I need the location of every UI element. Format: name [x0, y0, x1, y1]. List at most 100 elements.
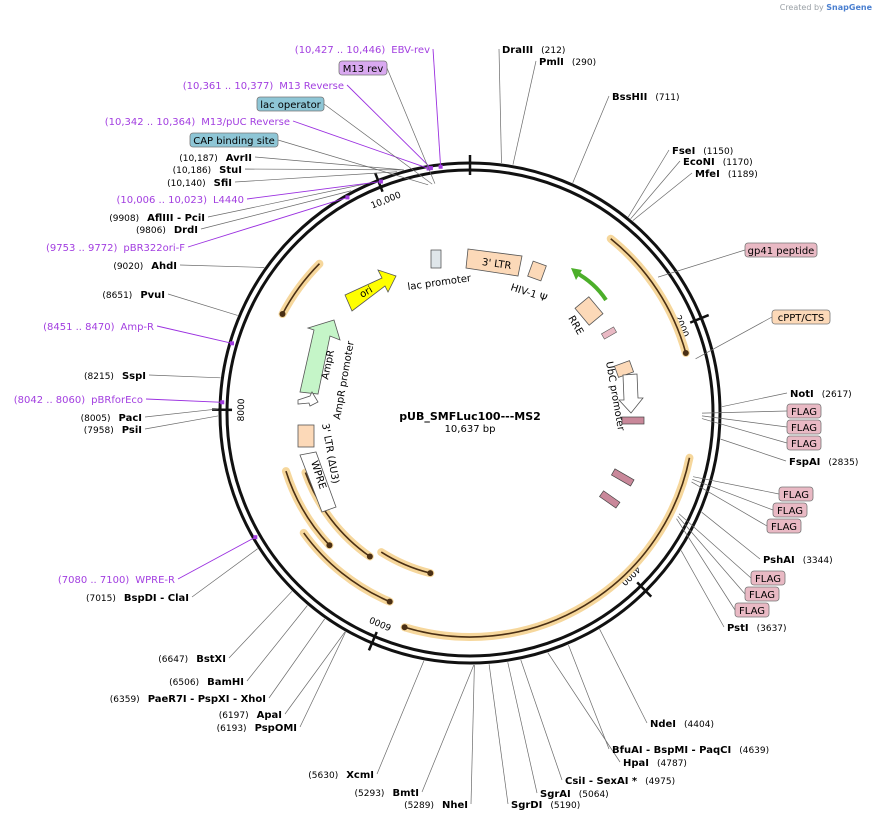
feature-box[interactable]: FLAG: [786, 419, 822, 435]
feature-box[interactable]: CAP binding site: [189, 132, 279, 148]
site-label[interactable]: BfuAI - BspMI - PaqCI(4639): [612, 745, 769, 756]
feature-arc-halo: [377, 548, 435, 578]
feature-box[interactable]: FLAG: [734, 602, 770, 618]
site-pos: (9908): [109, 214, 139, 224]
site-pos: (1150): [703, 147, 733, 157]
site-label[interactable]: DraIII(212): [502, 45, 565, 56]
site-label[interactable]: NdeI(4404): [650, 719, 714, 730]
primer-text: (10,006 .. 10,023)L4440: [116, 195, 244, 206]
site-label[interactable]: (8215) SspI: [84, 371, 146, 382]
feature-box-label: CAP binding site: [193, 136, 275, 147]
site-label[interactable]: (9020)AhdI: [113, 261, 177, 272]
feature-box-leader: [676, 518, 736, 611]
site-label[interactable]: (5630)XcmI: [308, 770, 374, 781]
plasmid-name: pUB_SMFLuc100---MS2: [399, 410, 541, 423]
flag-cluster-1: [621, 416, 645, 425]
primer-label[interactable]: (8042 .. 8060)pBRforEco: [14, 395, 143, 406]
primer-label[interactable]: (10,427 .. 10,446)EBV-rev: [295, 45, 430, 56]
site-label[interactable]: (5293)BmtI: [355, 788, 419, 799]
site-name: BamHI: [207, 677, 244, 688]
wpre-feature: [299, 451, 337, 513]
feature-box[interactable]: FLAG: [786, 435, 822, 451]
site-pos: (10,187): [179, 154, 218, 164]
site-label[interactable]: CsiI - SexAI *(4975): [565, 776, 675, 787]
leader-line: [572, 95, 610, 184]
leader-line: [148, 374, 221, 379]
feature-box[interactable]: lac operator: [256, 96, 325, 112]
site-label[interactable]: MfeI(1189): [695, 169, 758, 180]
site-label[interactable]: SgrAI(5064): [540, 789, 609, 800]
leader-line: [144, 415, 219, 430]
site-label[interactable]: PmlI(290): [539, 57, 596, 68]
leader-line: [234, 171, 398, 183]
primer-name: Amp-R: [121, 322, 155, 333]
site-name: PstI: [727, 623, 749, 634]
primer-label[interactable]: (7080 .. 7100)WPRE-R: [58, 575, 175, 586]
feature-box[interactable]: FLAG: [766, 518, 802, 534]
primer-label[interactable]: (8451 .. 8470)Amp-R: [43, 322, 154, 333]
site-label[interactable]: SgrDI(5190): [511, 800, 580, 811]
ampr-promoter-arrow: [297, 391, 319, 407]
site-label[interactable]: (6647)BstXI: [158, 654, 226, 665]
site-pos: (5190): [550, 801, 580, 811]
site-label[interactable]: (6193)PspOMI: [217, 723, 297, 734]
feature-box[interactable]: M13 rev: [338, 60, 388, 76]
feature-box[interactable]: FLAG: [744, 586, 780, 602]
site-label[interactable]: (7958)PsiI: [84, 425, 142, 436]
site-label[interactable]: FspAI(2835): [789, 457, 858, 468]
site-label[interactable]: (6359)PaeR7I - PspXI - XhoI: [110, 694, 266, 705]
primer-text: (9753 .. 9772)pBR322ori-F: [46, 243, 185, 254]
feature-box[interactable]: gp41 peptide: [744, 242, 818, 258]
primer-text: (10,342 .. 10,364)M13/pUC Reverse: [105, 117, 290, 128]
site-label[interactable]: (8005)PacI: [81, 413, 142, 424]
site-label[interactable]: PshAI(3344): [763, 555, 833, 566]
feature-arc-head: [401, 624, 408, 631]
primer-mark: [253, 535, 258, 540]
site-name: SgrAI: [540, 789, 571, 800]
feature-box-leader: [691, 481, 768, 527]
site-pos: (6193): [217, 724, 247, 734]
site-label[interactable]: BssHII(711): [612, 92, 680, 103]
feature-box[interactable]: FLAG: [772, 502, 808, 518]
site-name: AhdI: [151, 261, 177, 272]
site-label[interactable]: (9806)DrdI: [136, 225, 198, 236]
feature-box-bg: [786, 419, 822, 435]
site-label[interactable]: PstI (3637): [727, 623, 787, 634]
site-label[interactable]: (10,187)AvrII: [179, 153, 252, 164]
site-name: PacI: [119, 413, 142, 424]
site-label[interactable]: (5289)NheI: [404, 800, 468, 811]
site-label[interactable]: FseI(1150): [672, 146, 733, 157]
site-name: MfeI: [695, 169, 720, 180]
site-pos: (8215): [84, 372, 114, 382]
feature-box[interactable]: FLAG: [778, 486, 814, 502]
feature-box[interactable]: FLAG: [750, 570, 786, 586]
site-text: (5630)XcmI: [308, 770, 374, 781]
site-label[interactable]: (8651)PvuI: [102, 290, 165, 301]
feature-box[interactable]: cPPT/CTS: [771, 309, 831, 325]
site-label[interactable]: (6197)ApaI: [219, 710, 282, 721]
site-label[interactable]: HpaI(4787): [623, 758, 687, 769]
site-label[interactable]: (6506) BamHI: [169, 677, 244, 688]
feature-box-bg: [772, 502, 808, 518]
feature-box[interactable]: FLAG: [786, 403, 822, 419]
tick-label: 6000: [368, 614, 393, 632]
site-pos: (10,186): [173, 166, 212, 176]
site-pos: (3637): [757, 624, 787, 634]
primer-label[interactable]: (10,006 .. 10,023)L4440: [116, 195, 244, 206]
site-name: BstXI: [196, 654, 226, 665]
feature-box-bg: [744, 586, 780, 602]
site-pos: (6506): [169, 678, 199, 688]
primer-label[interactable]: (10,361 .. 10,377)M13 Reverse: [183, 81, 344, 92]
site-label[interactable]: EcoNI(1170): [683, 157, 753, 168]
leader-line: [299, 631, 346, 728]
site-name: SspI: [122, 371, 146, 382]
site-label[interactable]: (9908)AflIII - PciI: [109, 213, 205, 224]
site-label[interactable]: (10,186)StuI: [173, 165, 242, 176]
label-layer: DraIII(212)PmlI(290) BssHII(711) FseI(1150…: [14, 45, 859, 811]
site-label[interactable]: NotI(2617): [790, 389, 852, 400]
leader-line: [167, 293, 238, 316]
site-label[interactable]: (7015)BspDI - ClaI: [86, 593, 189, 604]
primer-label[interactable]: (10,342 .. 10,364)M13/pUC Reverse: [105, 117, 290, 128]
primer-label[interactable]: (9753 .. 9772)pBR322ori-F: [46, 243, 185, 254]
site-label[interactable]: (10,140)SfiI: [167, 178, 232, 189]
